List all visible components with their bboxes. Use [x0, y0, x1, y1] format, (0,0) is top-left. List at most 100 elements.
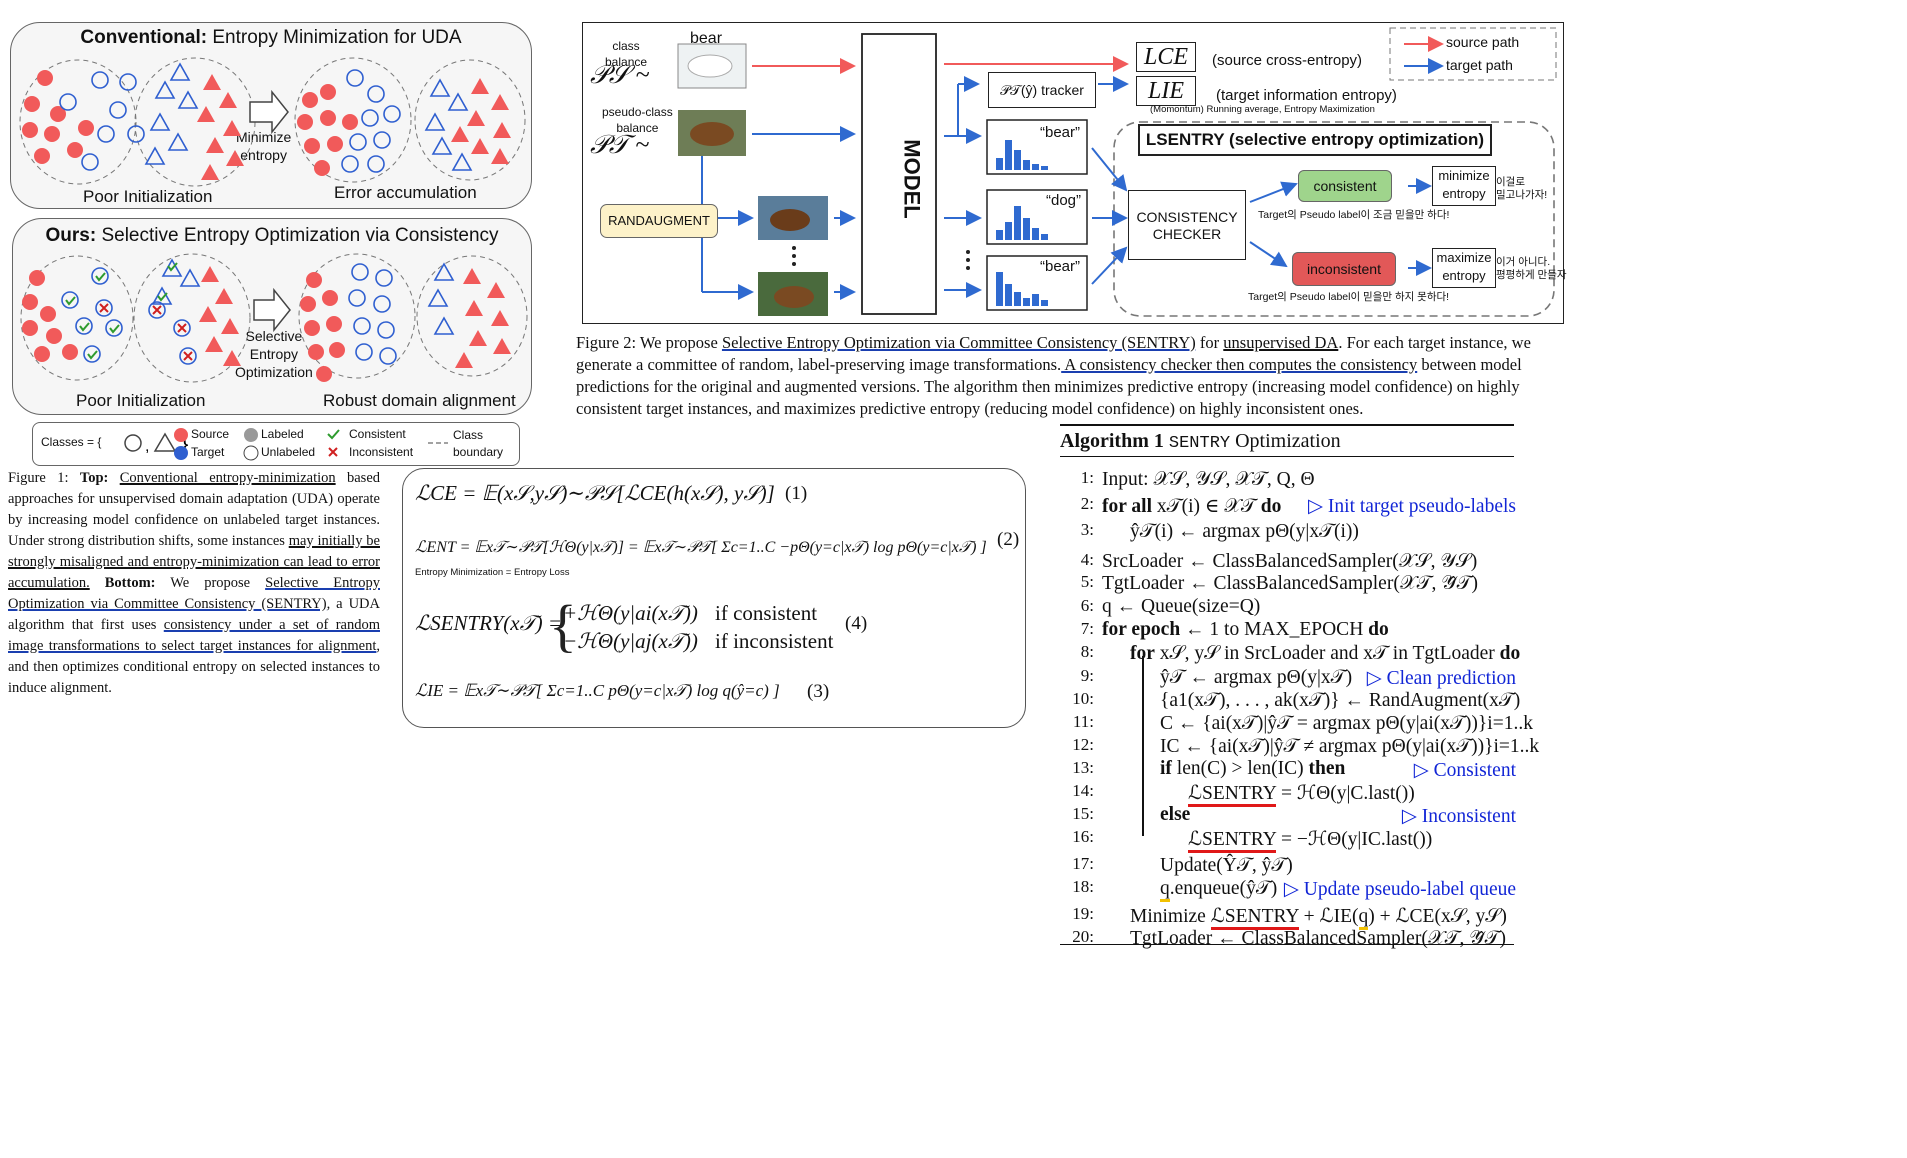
pseudo-class-balance-label: pseudo-class balance — [602, 105, 673, 135]
algorithm-line-comment: ▷ Consistent — [1413, 760, 1516, 781]
algorithm-line-text: q ← Queue(size=Q) — [1102, 596, 1261, 617]
algorithm-line-number: 18: — [1072, 877, 1094, 896]
svg-text:,: , — [145, 438, 149, 455]
algorithm-title-rest: Optimization — [1230, 430, 1341, 452]
fig1-top-right-cluster — [294, 57, 526, 183]
algorithm-line-text: IC ← {ai(x𝒯)|ŷ𝒯 ≠ argmax pΘ(y|ai(x𝒯))}i=… — [1160, 736, 1540, 757]
algorithm-title-mono: SENTRY — [1168, 434, 1231, 453]
algorithm-line-number: 15: — [1072, 804, 1094, 823]
fig1-caption-top: Top: — [79, 470, 109, 486]
lie-desc: (target information entropy) — [1216, 87, 1397, 104]
pt-label: 𝒫𝒯 ~ — [590, 130, 650, 159]
hist-label-1: “bear” — [1040, 124, 1081, 141]
algorithm-line-number: 14: — [1072, 781, 1094, 800]
algorithm-line-text: for all x𝒯(i) ∈ 𝒳𝒯 do — [1102, 496, 1282, 517]
algorithm-line-text: Minimize ℒSENTRY + ℒIE(q) + ℒCE(x𝒮, y𝒮) — [1130, 904, 1507, 930]
hist-label-2: “dog” — [1046, 192, 1082, 209]
algorithm-line-text: for x𝒮, y𝒮 in SrcLoader and x𝒯 in TgtLoa… — [1130, 643, 1521, 664]
fig1-top-arrow-label: Minimize entropy — [236, 129, 292, 163]
fig1-top-scatter — [19, 57, 526, 187]
fig2-caption-t1: for — [1195, 333, 1224, 352]
algorithm-line-number: 10: — [1072, 689, 1094, 708]
fig1-caption-conv: Conventional entropy-minimization — [119, 470, 336, 486]
algorithm-line-text: SrcLoader ← ClassBalancedSampler(𝒳𝒮, 𝒴𝒮) — [1102, 551, 1478, 572]
algorithm-line-text: ℒSENTRY = ℋΘ(y|C.last()) — [1188, 781, 1415, 807]
histogram-3 — [986, 255, 1088, 311]
equations-box: ℒCE = 𝔼(x𝒮,y𝒮)∼𝒫𝒮[ℒCE(h(x𝒮), y𝒮)] (1) ℒE… — [402, 468, 1026, 728]
equation-2: ℒENT = 𝔼x𝒯∼𝒫𝒯[ℋΘ(y|x𝒯)] = 𝔼x𝒯∼𝒫𝒯[ Σc=1..… — [415, 539, 987, 556]
korean-note-3: 이걸로 밀고나가자! — [1496, 176, 1548, 201]
legend-class-boundary: Class boundary — [453, 428, 504, 459]
equation-1: ℒCE = 𝔼(x𝒮,y𝒮)∼𝒫𝒮[ℒCE(h(x𝒮), y𝒮)] — [415, 481, 775, 505]
algorithm-line-text: {a1(x𝒯), . . . , ak(x𝒯)} ← RandAugment(x… — [1160, 690, 1521, 711]
fig1-top-panel: Conventional: Entropy Minimization for U… — [10, 22, 532, 209]
legend-classes: Classes = { — [41, 435, 102, 449]
lce-box: LCE — [1136, 42, 1196, 72]
fig1-caption-lead: Figure 1: — [8, 470, 69, 486]
fig2-caption-t2: . For each target instance, we generate … — [576, 333, 1531, 374]
fig2-caption-t3: between model predictions for the origin… — [576, 355, 1522, 418]
algorithm-line-number: 1: — [1080, 468, 1094, 487]
fig1-bottom-left-cluster — [20, 253, 251, 383]
algorithm-line-text: q.enqueue(ŷ𝒯) — [1160, 877, 1277, 902]
fig1-bottom-scatter — [20, 253, 528, 383]
legend-source: Source — [191, 427, 230, 441]
lie-sub: (Momontum) Running average, Entropy Maxi… — [1150, 104, 1375, 115]
equation-4-case-a-cond: if consistent — [715, 601, 818, 625]
equation-4-case-a: +ℋΘ(y|ai(x𝒯)) — [563, 601, 698, 625]
legend-unlabeled-dot — [243, 445, 259, 461]
algorithm-line-number: 8: — [1080, 642, 1094, 661]
algorithm-line-comment: ▷ Clean prediction — [1366, 668, 1516, 689]
legend-target: Target — [191, 445, 225, 459]
fig1-caption-t1: based approaches for unsupervised domain… — [8, 470, 381, 549]
equation-1-number: (1) — [785, 483, 808, 504]
sentry-title-box: LSENTRY (selective entropy optimization) — [1138, 124, 1492, 156]
algorithm-line-number: 6: — [1080, 596, 1094, 615]
fig1-caption-u1: may initially be strongly misaligned and… — [8, 533, 380, 591]
algorithm-line-number: 20: — [1072, 927, 1094, 946]
equation-2-number: (2) — [997, 529, 1020, 550]
algorithm-line-number: 12: — [1072, 735, 1094, 754]
model-box — [861, 33, 937, 315]
algorithm-if-bar — [1142, 656, 1144, 836]
algorithm-title: Algorithm 1 SENTRY Optimization — [1060, 430, 1341, 453]
fig1-bottom-arrow-label: Selective Entropy Optimization — [235, 328, 313, 380]
algorithm-line-text: Input: 𝒳𝒮, 𝒴𝒮, 𝒳𝒯, Q, Θ — [1102, 469, 1315, 490]
algorithm-line-number: 9: — [1080, 666, 1094, 685]
equation-2-note: Entropy Minimization = Entropy Loss — [415, 567, 570, 578]
fig1-legend: Classes = { , } Source Target Labeled Un… — [32, 422, 520, 466]
fig1-bottom-right-caption: Robust domain alignment — [323, 391, 516, 410]
algorithm-line-number: 4: — [1080, 550, 1094, 569]
equation-3-number: (3) — [807, 681, 830, 702]
inconsistent-x-icon — [328, 447, 338, 457]
algorithm-line-number: 13: — [1072, 758, 1094, 777]
algorithm-line-text: TgtLoader ← ClassBalancedSampler(𝒳𝒯, 𝒴̂𝒯… — [1102, 573, 1478, 594]
fig1-bottom-title: Ours: Selective Entropy Optimization via… — [45, 225, 499, 246]
fig1-caption: Figure 1: Top: Conventional entropy-mini… — [8, 468, 380, 699]
equation-4-case-b: −ℋΘ(y|aj(x𝒯)) — [563, 629, 698, 653]
legend-target-dot — [174, 446, 188, 460]
fig1-caption-bottom: Bottom: — [89, 575, 156, 591]
algorithm-bottom-rule — [1060, 944, 1514, 945]
algorithm-line-text: for epoch ← 1 to MAX_EPOCH do — [1102, 619, 1389, 640]
fig1-top-title: Conventional: Entropy Minimization for U… — [80, 27, 462, 48]
korean-note-4: 이거 아니다. 평평하게 만들자 — [1496, 256, 1567, 281]
fig2-caption-u3: A consistency checker then computes the … — [1061, 355, 1418, 374]
algorithm-line-number: 2: — [1080, 494, 1094, 513]
fig1-caption-t4: , and then optimizes conditional entropy… — [8, 638, 380, 696]
algorithm-line-number: 11: — [1072, 712, 1094, 731]
legend-symbols — [174, 428, 448, 461]
algorithm-line-number: 16: — [1072, 827, 1094, 846]
fig1-caption-u3: consistency under a set of random image … — [8, 617, 380, 654]
fig1-top-left-caption: Poor Initialization — [83, 187, 213, 206]
fig2-caption-u2: unsupervised DA — [1223, 333, 1339, 352]
fig1-caption-t3: , a UDA algorithm that first uses — [8, 596, 380, 633]
fig1-caption-u2: Selective Entropy Optimization via Commi… — [8, 575, 380, 612]
algorithm-line-text: ŷ𝒯 ← argmax pΘ(y|x𝒯) — [1160, 667, 1353, 688]
legend-labeled-dot — [244, 428, 258, 442]
tracker-box: 𝒫𝒯(ŷ) tracker — [988, 72, 1096, 108]
model-label: MODEL — [899, 139, 925, 219]
fig1-bottom-right-cluster — [298, 253, 528, 382]
equation-4-brace: { — [549, 593, 577, 658]
class-balance-label: class balance — [605, 39, 648, 69]
